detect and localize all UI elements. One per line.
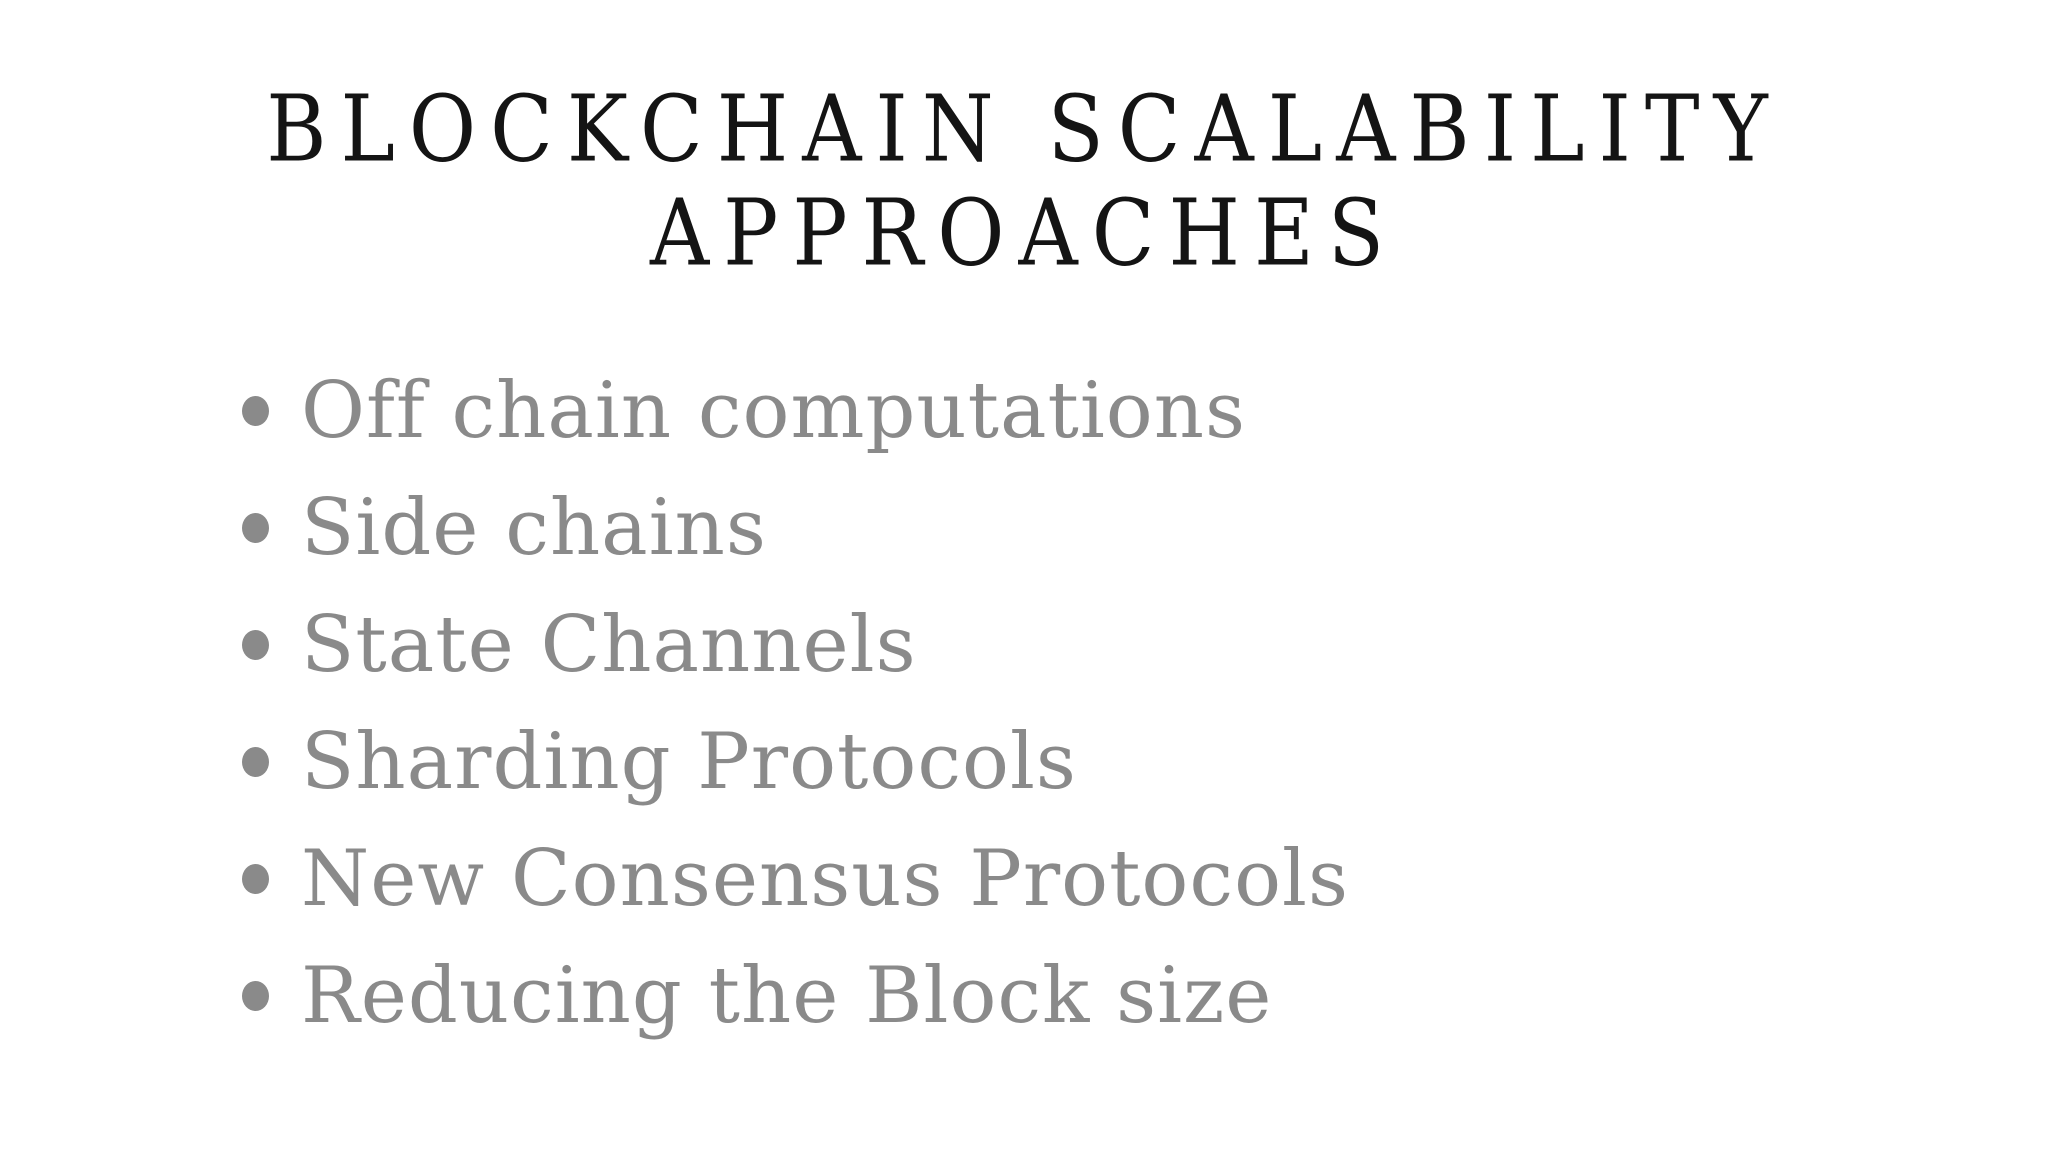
bullet-text: Side chains — [301, 482, 767, 573]
list-item: State Channels — [242, 586, 1349, 703]
bullet-icon — [242, 629, 269, 660]
bullet-icon — [242, 980, 269, 1011]
list-item: New Consensus Protocols — [242, 820, 1349, 937]
slide-title-line-1: BLOCKCHAIN SCALABILITY — [266, 76, 1782, 183]
bullet-text: Reducing the Block size — [301, 950, 1273, 1041]
bullet-text: State Channels — [301, 599, 917, 690]
bullet-text: Sharding Protocols — [301, 716, 1077, 807]
list-item: Sharding Protocols — [242, 703, 1349, 820]
slide-title: BLOCKCHAIN SCALABILITY APPROACHES — [0, 72, 2048, 286]
list-item: Side chains — [242, 469, 1349, 586]
list-item: Reducing the Block size — [242, 937, 1349, 1054]
bullet-text: New Consensus Protocols — [301, 833, 1350, 924]
slide-title-line-2: APPROACHES — [649, 180, 1399, 287]
bullet-icon — [242, 746, 269, 777]
bullet-text: Off chain computations — [301, 365, 1247, 456]
bullet-icon — [242, 863, 269, 894]
bullet-icon — [242, 512, 269, 543]
bullet-icon — [242, 395, 269, 426]
list-item: Off chain computations — [242, 352, 1349, 469]
